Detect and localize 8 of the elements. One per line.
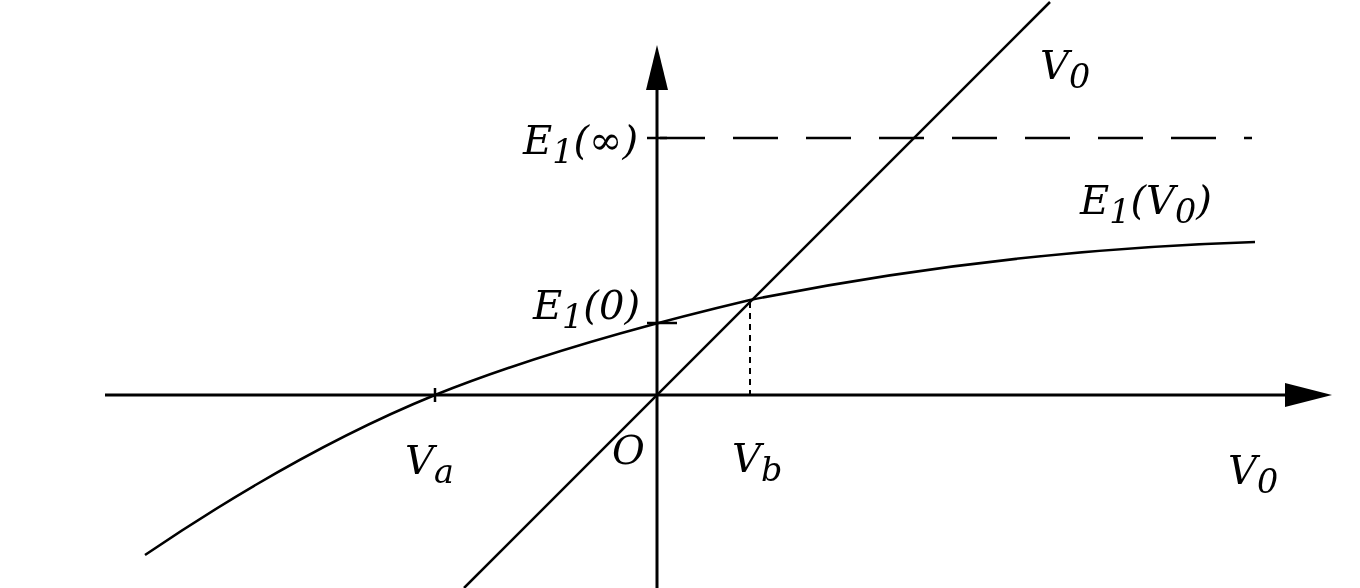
axis-value-label: E$_{1}$(0) <box>532 285 640 334</box>
axis-title: V$_{0}$ <box>1228 450 1279 499</box>
axis-value-label: V$_{b}$ <box>732 438 783 487</box>
axis-value-label: V$_{a}$ <box>405 440 454 489</box>
curve-label: E$_{1}$(V$_{0}$) <box>1080 180 1212 229</box>
line-label: V$_{0}$ <box>1040 45 1091 94</box>
axis-value-label: E$_{1}$(∞) <box>523 120 638 169</box>
origin-label: O <box>612 430 645 470</box>
